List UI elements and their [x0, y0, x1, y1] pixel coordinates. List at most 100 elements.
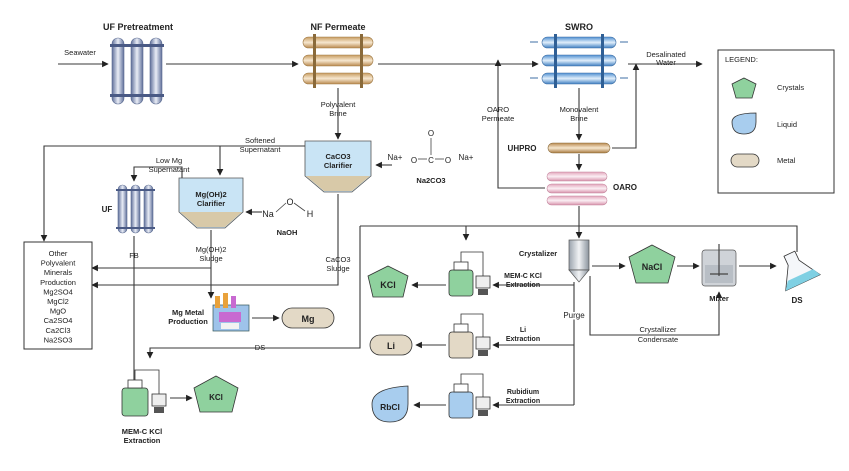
- kcl-bottom-crystal-icon: [193, 375, 239, 413]
- caco3-clarifier: [304, 140, 372, 193]
- crystalizer-unit: [568, 239, 590, 283]
- memc-bottom-label-1: MEM-C KCl: [122, 427, 162, 436]
- legend: LEGEND: Crystals Liquid Metal: [717, 49, 835, 194]
- uf-label: UF: [102, 205, 113, 214]
- memc-bottom-label-2: Extraction: [124, 436, 161, 445]
- minerals-list-item: Other: [49, 249, 68, 258]
- memc-bottom-reactor: [121, 369, 167, 417]
- memc-top-reactor: [448, 251, 491, 297]
- li-extraction-label-2: Extraction: [506, 336, 540, 343]
- ds-line-label: DS: [255, 343, 265, 352]
- monovalent-brine-label-2: Brine: [570, 114, 588, 123]
- crystallizer-condensate-flow: [589, 276, 723, 336]
- kcl-bottom-label: KCl: [209, 393, 223, 402]
- ds-flask-icon: [783, 250, 821, 292]
- naoh-h: H: [307, 209, 314, 219]
- mg-metal-label-2: Production: [168, 317, 208, 326]
- na2co3-label: Na2CO3: [416, 176, 445, 185]
- mgoh2-sludge-label-2: Sludge: [199, 254, 222, 263]
- minerals-box: [23, 241, 93, 350]
- uf-pretreatment-label: UF Pretreatment: [103, 22, 173, 32]
- li-extraction-label-1: Li: [520, 327, 526, 334]
- oaro-permeate-label-2: Permeate: [482, 114, 515, 123]
- minerals-list-item: MgO: [50, 307, 66, 316]
- rbcl-liquid-icon: [371, 385, 409, 423]
- uhpro-unit: [547, 142, 611, 154]
- mgoh2-clarifier: [178, 177, 244, 229]
- minerals-list-item: Production: [40, 278, 76, 287]
- mgoh2-clarifier-label-2: Clarifier: [197, 199, 225, 208]
- legend-metal-icon: [730, 153, 760, 168]
- naoh-na: Na: [262, 209, 274, 219]
- minerals-list-item: Polyvalent: [41, 259, 77, 268]
- low-mg-supernatant-flow: [130, 166, 183, 182]
- minerals-list-item: Ca2SO4: [44, 316, 73, 325]
- naoh-molecule: Na O H: [262, 197, 313, 219]
- li-product-label: Li: [387, 341, 395, 351]
- crystallizer-condensate-label-2: Condensate: [638, 335, 678, 344]
- naoh-label: NaOH: [277, 228, 298, 237]
- crystalizer-label: Crystalizer: [519, 249, 557, 258]
- ds-return-flow: [146, 226, 361, 359]
- low-mg-label-2: Supernatant: [149, 165, 191, 174]
- uf-pretreatment-unit: [110, 37, 164, 105]
- legend-title: LEGEND:: [725, 55, 758, 64]
- legend-metal-label: Metal: [777, 156, 796, 165]
- na2co3-o-top: O: [428, 129, 434, 138]
- rb-extraction-label-2: Extraction: [506, 398, 540, 405]
- uhpro-permeate-flow: [612, 63, 640, 149]
- polyvalent-brine-label-1: Polyvalent: [321, 100, 357, 109]
- nacl-label: NaCl: [642, 262, 663, 272]
- uf-unit: [116, 184, 155, 234]
- desalinated-water-label-2: Water: [656, 58, 676, 67]
- nf-permeate-unit: [302, 34, 374, 88]
- softened-label-1: Softened: [245, 136, 275, 145]
- nf-permeate-label: NF Permeate: [310, 22, 365, 32]
- fb-label: FB: [129, 251, 139, 260]
- monovalent-brine-label-1: Monovalent: [560, 105, 600, 114]
- swro-unit: [530, 34, 628, 88]
- minerals-list-item: MgCl2: [47, 297, 69, 306]
- mgoh2-clarifier-label-1: Mg(OH)2: [195, 190, 226, 199]
- uhpro-label: UHPRO: [508, 144, 537, 153]
- oaro-label: OARO: [613, 183, 637, 192]
- low-mg-label-1: Low Mg: [156, 156, 182, 165]
- crystallizer-condensate-label-1: Crystallizer: [639, 325, 677, 334]
- caco3-clarifier-label-1: CaCO3: [325, 152, 350, 161]
- oaro-permeate-flow: [494, 59, 545, 189]
- mg-product-pill: [281, 307, 335, 329]
- legend-crystal-icon: [731, 77, 757, 99]
- rbcl-label: RbCl: [380, 402, 400, 412]
- caco3-sludge-label-2: Sludge: [326, 264, 349, 273]
- softened-supernatant-flow: [40, 145, 305, 242]
- mixer-unit: [701, 244, 737, 287]
- rb-reactor: [448, 373, 491, 419]
- memc-top-label-2: Extraction: [506, 282, 540, 289]
- ds-label: DS: [791, 296, 803, 305]
- rb-extraction-label-1: Rubidium: [507, 389, 539, 396]
- legend-liquid-icon: [731, 112, 757, 135]
- oaro-unit: [546, 171, 608, 206]
- kcl-top-crystal-icon: [367, 265, 409, 298]
- purge-label: Purge: [563, 311, 585, 320]
- li-reactor: [448, 313, 491, 359]
- caco3-sludge-label-1: CaCO3: [325, 255, 350, 264]
- ds-top-flow: [360, 225, 798, 252]
- mgoh2-sludge-label-1: Mg(OH)2: [196, 245, 227, 254]
- legend-liquid-label: Liquid: [777, 120, 797, 129]
- minerals-list-item: Ca2Cl3: [45, 326, 70, 335]
- caco3-clarifier-label-2: Clarifier: [324, 161, 352, 170]
- memc-top-label-1: MEM-C KCl: [504, 273, 542, 280]
- minerals-list-item: Na2SO3: [44, 335, 73, 344]
- minerals-list-item: Minerals: [44, 268, 73, 277]
- softened-label-2: Supernatant: [240, 145, 282, 154]
- oaro-permeate-label-1: OARO: [487, 105, 509, 114]
- mg-metal-factory-icon: [212, 293, 250, 332]
- minerals-list: OtherPolyvalentMineralsProductionMg2SO4M…: [40, 249, 76, 344]
- mg-metal-label-1: Mg Metal: [172, 308, 204, 317]
- na2co3-c: C: [428, 156, 434, 165]
- swro-label: SWRO: [565, 22, 593, 32]
- na2co3-molecule: O C O O Na+ Na+: [388, 129, 474, 165]
